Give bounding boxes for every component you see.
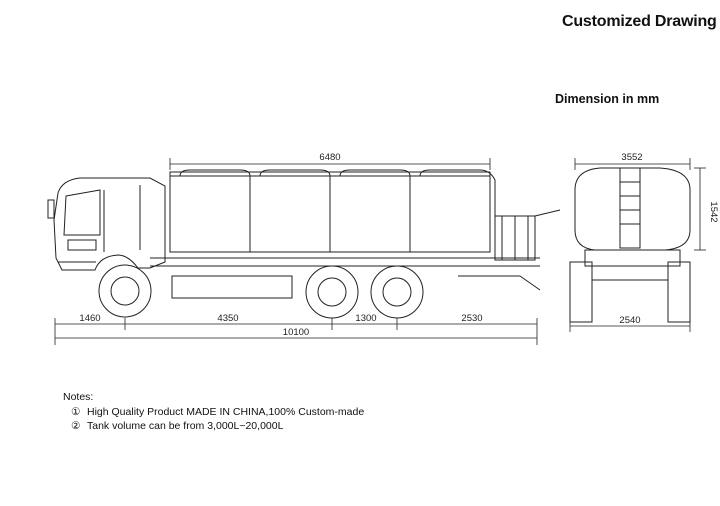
front-hub bbox=[110, 276, 140, 306]
side-view bbox=[47, 169, 561, 319]
rear-wheel-2 bbox=[370, 265, 424, 319]
dim-overall-length: 10100 bbox=[283, 327, 309, 338]
dim-tank-height: 1542 bbox=[708, 201, 719, 222]
note-marker-1: ① bbox=[71, 405, 81, 418]
side-guard bbox=[171, 275, 293, 299]
notes-heading: Notes: bbox=[63, 391, 94, 403]
right-rear-tyre bbox=[667, 261, 691, 323]
rear-hub-1 bbox=[317, 277, 347, 307]
drawing-title: Customized Drawing bbox=[562, 13, 717, 30]
notes-block: Notes: ① High Quality Product MADE IN CHI… bbox=[63, 390, 364, 434]
dim-front-overhang: 1460 bbox=[79, 313, 100, 324]
dim-axle-spacing: 1300 bbox=[355, 313, 376, 324]
tank-hatch-1 bbox=[179, 169, 251, 177]
tank-hatch-3 bbox=[339, 169, 411, 177]
dim-tank-width: 3552 bbox=[621, 152, 642, 163]
left-rear-tyre bbox=[569, 261, 593, 323]
cab-window bbox=[63, 189, 101, 236]
cab-grille bbox=[67, 239, 97, 251]
note-text-1: High Quality Product MADE IN CHINA,100% … bbox=[87, 405, 365, 418]
dimension-lines bbox=[54, 158, 706, 345]
rear-guard-slope bbox=[519, 275, 541, 291]
rear-view bbox=[569, 167, 691, 323]
unit-note: Dimension in mm bbox=[555, 92, 660, 106]
note-marker-2: ② bbox=[71, 420, 81, 432]
note-item-2: ② Tank volume can be from 3,000L~20,000L bbox=[63, 419, 364, 434]
note-item-1: ① High Quality Product MADE IN CHINA,100%… bbox=[63, 405, 364, 420]
dim-wheelbase: 4350 bbox=[217, 313, 238, 324]
rear-hub-2 bbox=[382, 277, 412, 307]
cab-outline bbox=[53, 177, 166, 271]
tank-hatch-2 bbox=[259, 169, 331, 177]
dim-tank-length: 6480 bbox=[319, 152, 340, 163]
dim-track-width: 2540 bbox=[619, 315, 640, 326]
mirror bbox=[47, 199, 55, 219]
rear-ladder bbox=[619, 167, 641, 249]
tank-hatch-4 bbox=[419, 169, 496, 255]
hose-arm bbox=[534, 209, 561, 217]
tank-end-outline bbox=[574, 167, 691, 251]
rear-wheel-1 bbox=[305, 265, 359, 319]
dim-rear-overhang: 2530 bbox=[461, 313, 482, 324]
front-wheel bbox=[98, 264, 152, 318]
rear-bumper bbox=[584, 249, 681, 267]
note-text-2: Tank volume can be from 3,000L~20,000L bbox=[87, 420, 284, 432]
